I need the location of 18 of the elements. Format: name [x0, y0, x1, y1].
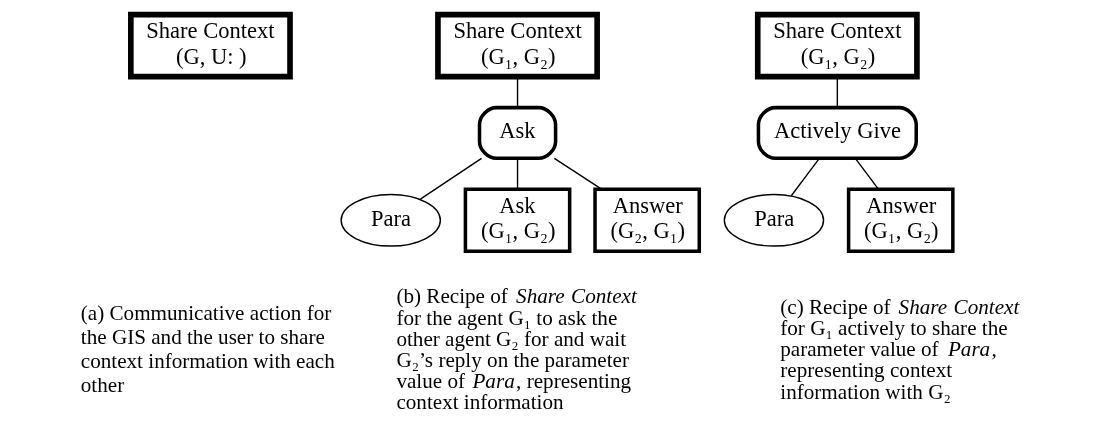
connector: [854, 157, 879, 190]
node-box: Answer (G₂, G₁): [592, 187, 701, 253]
connector: [516, 157, 518, 190]
node-ellipse: Para: [339, 193, 441, 247]
node-box: Answer (G₁, G₂): [846, 187, 955, 253]
connector: [419, 157, 482, 200]
connector: [553, 157, 602, 190]
node-box: Share Context (G, U: ): [127, 11, 293, 79]
node-box: Actively Give: [756, 105, 918, 160]
connector: [790, 157, 820, 196]
label: (b) Recipe of Share Context for the agent G₁ to ask the other agent G₂ for and wait G₂’s reply on the parameter value of Para, representing context information: [395, 283, 637, 414]
node-box: Share Context (G₁, G₂): [754, 11, 920, 79]
node-ellipse: Para: [723, 193, 824, 247]
node-box: Ask (G₁, G₂): [463, 187, 571, 253]
node-box: Ask: [477, 105, 557, 160]
node-box: Share Context (G₁, G₂): [434, 11, 600, 79]
label: (c) Recipe of Share Context for G₁ actively to share the parameter value of Para, representing context information with G₂: [779, 294, 1019, 404]
label: (a) Communicative action for the GIS and the user to share context information with each other: [80, 300, 335, 397]
